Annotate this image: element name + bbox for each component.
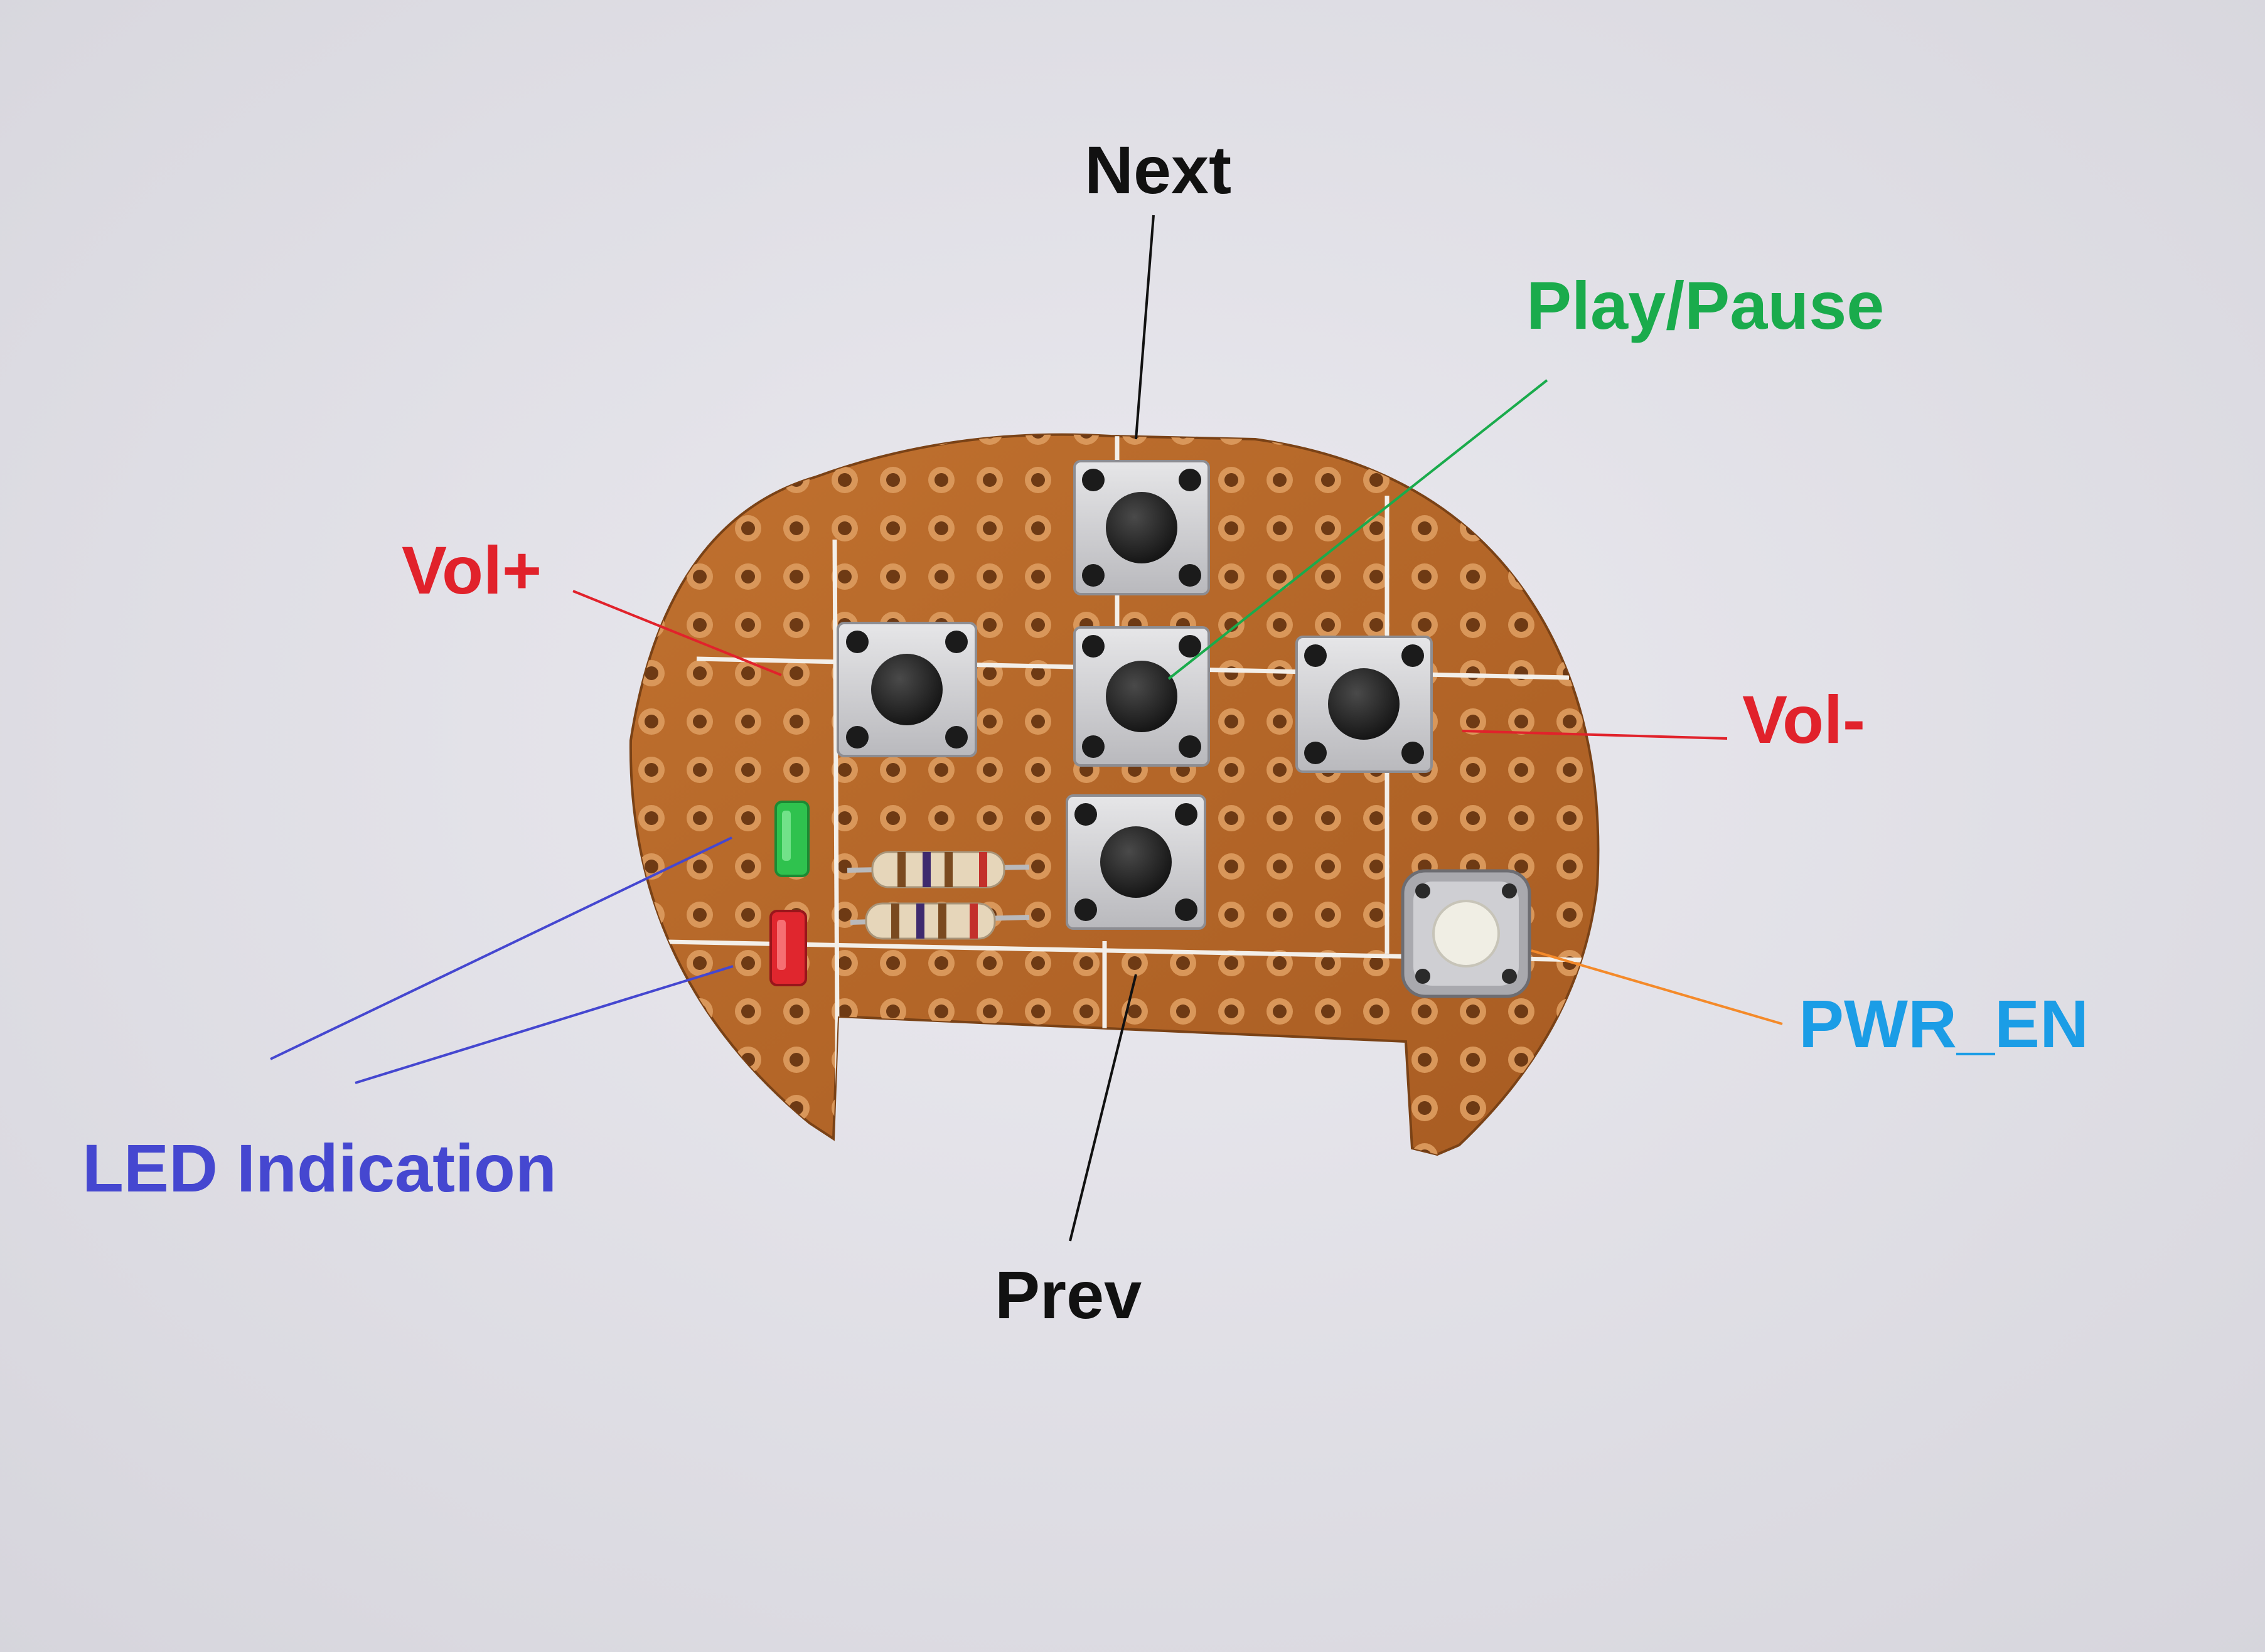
button-next (1073, 460, 1210, 595)
led-leader-line-1 (270, 836, 732, 1060)
button-play-pause (1073, 626, 1210, 767)
vol-up-label: Vol+ (402, 532, 542, 608)
led-indication-label: LED Indication (82, 1130, 557, 1206)
led-leader-line-2 (355, 965, 734, 1084)
button-pwr-en (1401, 869, 1531, 998)
prev-label: Prev (995, 1257, 1142, 1333)
button-vol-down (1295, 636, 1433, 773)
led-green (774, 801, 810, 877)
prev-leader-line (1069, 974, 1137, 1242)
pwr-en-leader-line (1531, 949, 1783, 1025)
next-label: Next (1084, 132, 1232, 208)
vol-up-leader-line (572, 590, 782, 676)
play-pause-label: Play/Pause (1526, 267, 1885, 343)
play-pause-leader-line (1167, 379, 1548, 680)
resistor-1 (847, 851, 1030, 888)
led-red (769, 910, 807, 986)
button-prev (1066, 794, 1206, 930)
pwr-en-label: PWR_EN (1799, 986, 2089, 1062)
button-vol-up (837, 622, 977, 757)
vol-down-label: Vol- (1742, 681, 1865, 757)
resistor-2 (850, 902, 1030, 940)
vol-down-leader-line (1462, 730, 1728, 740)
next-leader-line (1135, 215, 1155, 440)
